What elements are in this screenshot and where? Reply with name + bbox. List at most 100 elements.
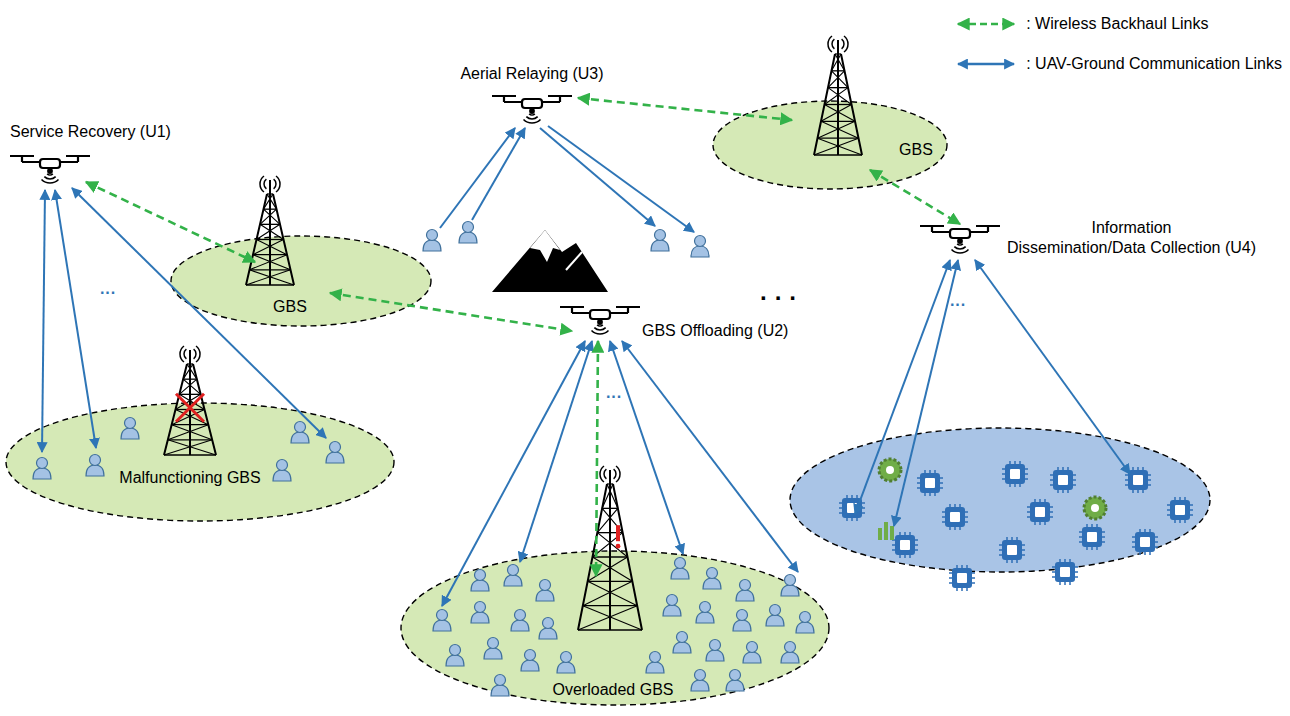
signal-arc: [594, 328, 605, 330]
user-head: [540, 580, 551, 591]
user-head: [655, 230, 666, 241]
tower-brace: [607, 483, 613, 484]
user-body: [691, 246, 709, 257]
signal-arc: [526, 117, 537, 119]
user-body: [423, 240, 441, 251]
legend-text: : UAV-Ground Communication Links: [1026, 54, 1282, 74]
user-body: [651, 240, 669, 251]
user-head: [475, 570, 486, 581]
mountain-ridge: [566, 252, 582, 270]
chip-face: [1175, 505, 1185, 515]
tower-brace: [593, 533, 628, 557]
meter-bar: [884, 522, 888, 540]
iot-device: [892, 532, 918, 558]
user-body: [796, 622, 814, 633]
chip-pin: [949, 565, 975, 591]
chip-pin: [1050, 467, 1076, 493]
chip-pin: [1125, 467, 1151, 493]
tower-brace: [246, 284, 294, 285]
user-head: [437, 610, 448, 621]
tower-brace: [821, 105, 855, 122]
user-head: [700, 602, 711, 613]
user-head: [488, 638, 499, 649]
iot-device: [1079, 524, 1105, 550]
user-head: [737, 610, 748, 621]
backhaul-link: [870, 170, 960, 224]
signal-arc: [597, 325, 603, 326]
user-body: [696, 612, 714, 623]
signal-arc: [529, 114, 535, 115]
user-icon: [733, 610, 751, 632]
user-head: [675, 558, 686, 569]
gear-body: [1084, 497, 1106, 519]
chip-body: [920, 473, 940, 493]
user-icon: [696, 602, 714, 624]
chip-body: [1053, 470, 1073, 490]
tower-brace: [246, 270, 294, 285]
user-head: [770, 605, 781, 616]
tower-icon: [164, 346, 216, 455]
backhaul-link: [330, 293, 572, 331]
meter-icon: [878, 522, 894, 540]
gear-hub: [886, 466, 894, 474]
ground-link: [42, 190, 45, 452]
signal-arc: [832, 39, 844, 49]
chip-pin: [917, 470, 943, 496]
tower-brace: [832, 70, 845, 71]
alert-mark: [616, 525, 620, 541]
user-body: [691, 680, 709, 691]
signal-arc: [592, 330, 609, 334]
tower-brace: [257, 224, 284, 239]
chip-pin: [917, 470, 943, 496]
drone-body: [590, 310, 610, 319]
user-body: [646, 662, 664, 673]
user-icon: [33, 458, 51, 480]
user-icon: [446, 645, 464, 667]
user-head: [730, 670, 741, 681]
coverage-area: Overloaded GBS: [400, 550, 830, 706]
chip-pin: [1167, 497, 1193, 523]
user-icon: [539, 618, 557, 640]
user-body: [459, 232, 477, 243]
user-body: [291, 432, 309, 443]
user-head: [800, 612, 811, 623]
user-body: [491, 685, 509, 696]
iot-device: [839, 495, 865, 521]
user-icon: [273, 460, 291, 482]
meter-bar: [890, 526, 894, 540]
label-holder: Service Recovery (U1): [10, 122, 171, 142]
area-label: GBS: [899, 140, 933, 160]
failure-cross: [176, 394, 204, 422]
user-body: [33, 468, 51, 479]
drone-icon: [10, 156, 90, 183]
chip-face: [1007, 545, 1017, 555]
ellipsis-mark: ···: [606, 388, 622, 406]
user-body: [471, 612, 489, 623]
user-body: [736, 590, 754, 601]
signal-arc: [44, 177, 55, 179]
user-body: [471, 580, 489, 591]
user-icon: [291, 422, 309, 444]
chip-pin: [1132, 529, 1158, 555]
gear-hub: [1091, 504, 1099, 512]
legend-row: : Wireless Backhaul Links: [954, 4, 1282, 44]
iot-device: [942, 504, 968, 530]
drone-body: [40, 159, 60, 168]
uav-node: Aerial Relaying (U3): [490, 92, 574, 128]
chip-pin: [1125, 467, 1151, 493]
uav-shape: [8, 152, 92, 188]
tower-brace: [164, 440, 216, 455]
user-body: [121, 428, 139, 439]
user-head: [450, 645, 461, 656]
chip-body: [842, 498, 862, 518]
ground-link: [540, 128, 655, 226]
signal-arc: [42, 179, 59, 183]
iot-device: [917, 470, 943, 496]
user-body: [703, 578, 721, 589]
user-icon: [651, 230, 669, 252]
mountain-snow: [530, 230, 560, 262]
user-icon: [471, 602, 489, 624]
iot-device: [1052, 559, 1078, 585]
iot-area: [790, 428, 1210, 572]
